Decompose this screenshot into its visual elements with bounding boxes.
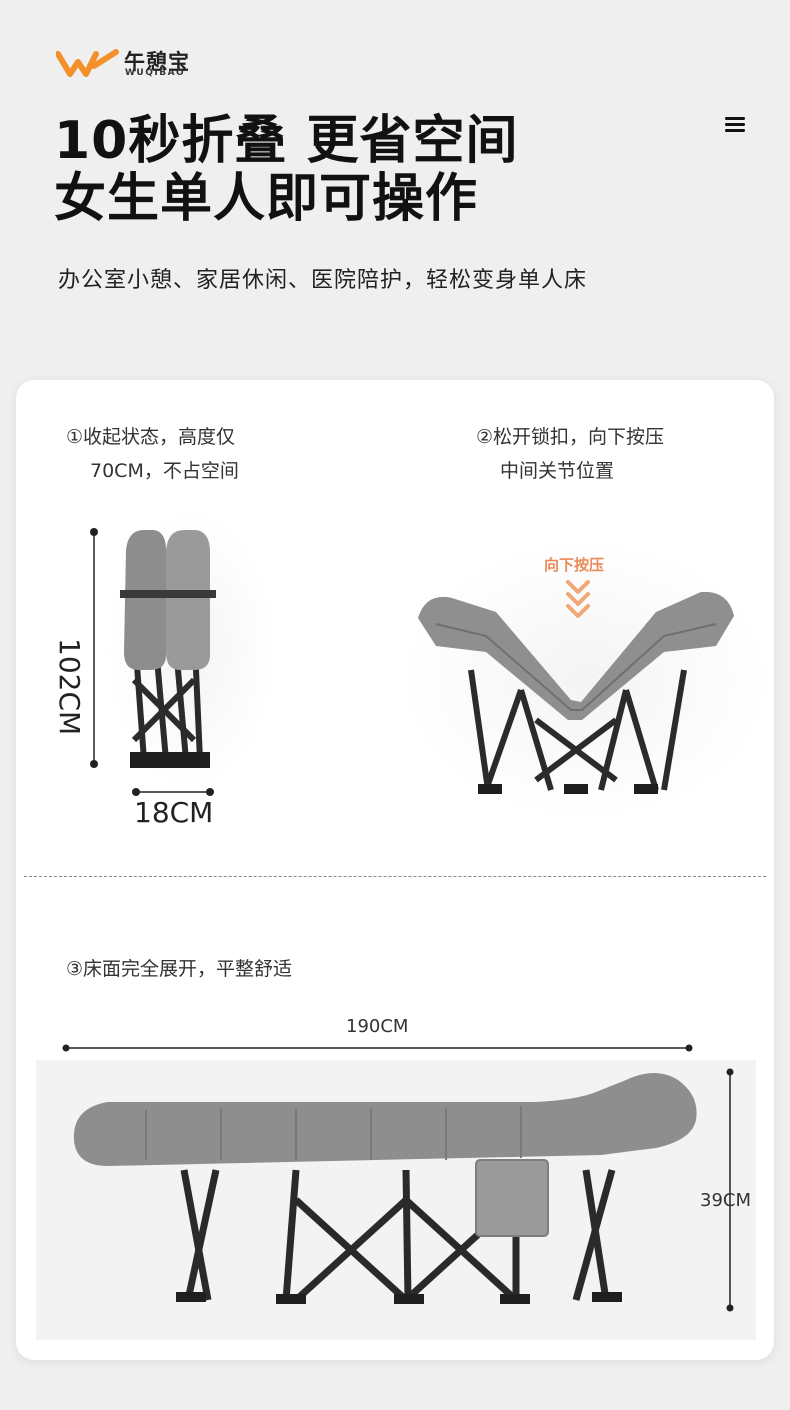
logo-mark-icon [56, 49, 119, 77]
feature-card: ①收起状态，高度仅 70CM，不占空间 ②松开锁扣，向下按压 中间关节位置 [16, 380, 774, 1360]
step-2-marker: ② [476, 426, 494, 448]
press-down-label: 向下按压 [544, 556, 605, 574]
step-1-line-2: 70CM，不占空间 [90, 460, 239, 482]
step-1-line-1: 收起状态，高度仅 [83, 426, 236, 448]
folded-width-label: 18CM [134, 796, 214, 829]
step-2-caption: ②松开锁扣，向下按压 中间关节位置 [476, 420, 664, 488]
brand-logo: 午憩宝 WUQIBAO [56, 44, 206, 80]
folded-cot-illustration [90, 510, 276, 796]
open-height-label: 39CM [700, 1190, 752, 1211]
brand-name-en: WUQIBAO [125, 68, 186, 78]
step-1-caption: ①收起状态，高度仅 70CM，不占空间 [66, 420, 239, 488]
step-2-line-2: 中间关节位置 [500, 460, 615, 482]
headline-line-1: 10秒折叠 更省空间 [54, 111, 519, 171]
section-divider [24, 876, 766, 877]
step-3-line-1: 床面完全展开，平整舒适 [83, 958, 293, 980]
step-2-line-1: 松开锁扣，向下按压 [493, 426, 665, 448]
headline-line-2: 女生单人即可操作 [54, 169, 479, 229]
pressed-cot-illustration [401, 540, 771, 820]
open-height-dimension [726, 1068, 734, 1312]
press-down-chevron-icon [566, 580, 590, 618]
brand-name: 午憩宝 [124, 50, 190, 74]
step-3-caption: ③床面完全展开，平整舒适 [66, 952, 292, 986]
open-length-dimension [62, 1044, 693, 1052]
page-headline: 10秒折叠 更省空间 女生单人即可操作 [54, 112, 518, 228]
step-3-marker: ③ [66, 958, 84, 980]
folded-height-dimension [90, 528, 98, 768]
folded-width-dimension [132, 788, 214, 796]
step-1-marker: ① [66, 426, 84, 448]
page-subheadline: 办公室小憩、家居休闲、医院陪护，轻松变身单人床 [58, 268, 588, 293]
open-length-label: 190CM [346, 1016, 409, 1037]
hamburger-menu-icon[interactable] [722, 114, 748, 136]
open-cot-illustration [36, 1044, 756, 1340]
